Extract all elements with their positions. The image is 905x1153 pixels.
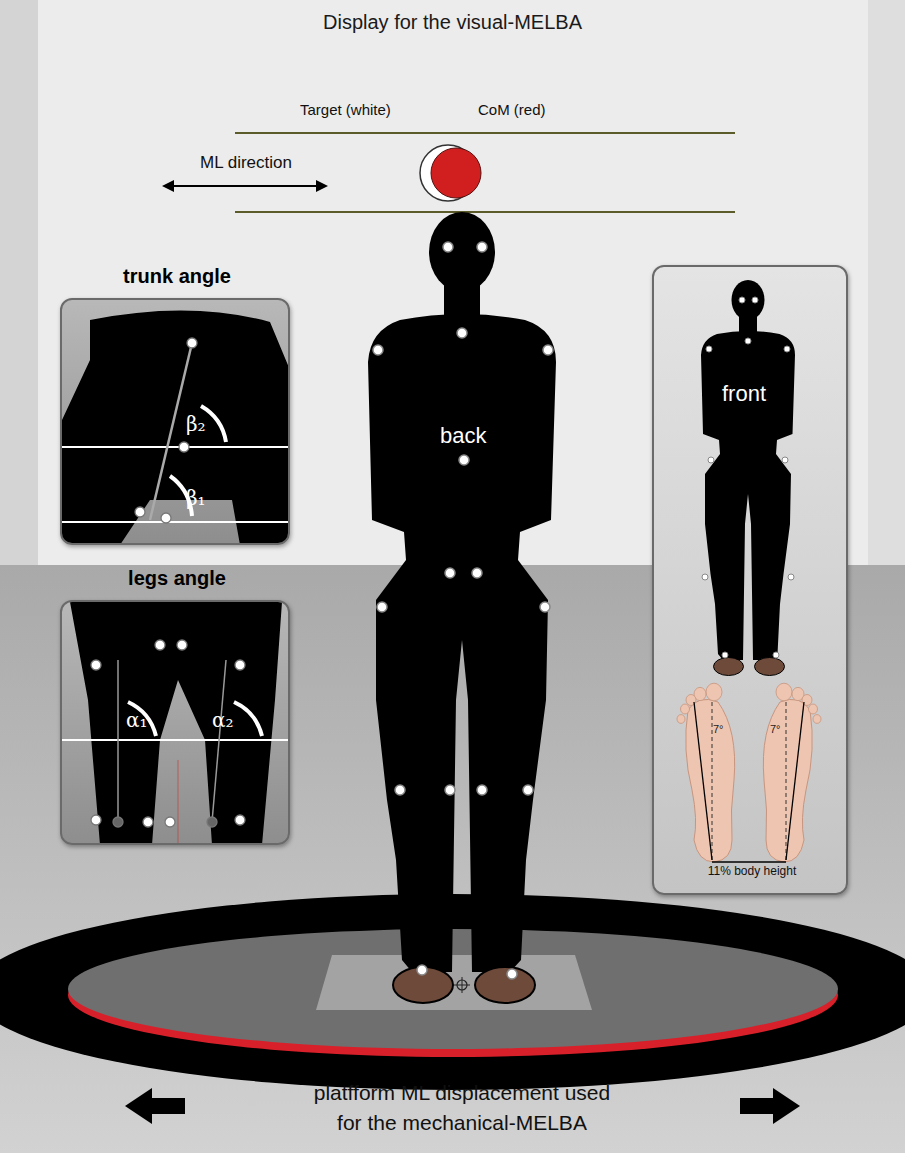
view-label: front <box>722 381 766 407</box>
diagram-title: Display for the visual-MELBA <box>0 10 905 34</box>
platform-caption: platfform ML displacement used for the m… <box>311 1078 614 1138</box>
angle-label: 7° <box>713 723 724 736</box>
panel-illustration <box>62 300 288 543</box>
angle-label: 7° <box>770 723 781 736</box>
legend-com: CoM (red) <box>478 101 546 119</box>
panel-illustration <box>654 267 846 893</box>
angle-label: β₁ <box>186 486 206 510</box>
legs-angle-panel: legs angleα₁α₂ <box>60 600 290 845</box>
view-label: back <box>440 423 486 449</box>
angle-label: α₂ <box>212 708 234 732</box>
panel-illustration <box>62 602 288 843</box>
direction-label: ML direction <box>200 153 292 173</box>
panel-heading: legs angle <box>62 566 292 590</box>
front-view-panel: front 7° 7° 11% body height <box>652 265 848 895</box>
angle-label: β₂ <box>186 412 206 436</box>
panel-heading: trunk angle <box>62 264 292 288</box>
angle-label: α₁ <box>126 708 148 732</box>
dimension-label: 11% body height <box>654 864 850 878</box>
legend-target: Target (white) <box>300 101 391 119</box>
trunk-angle-panel: trunk angleβ₂β₁ <box>60 298 290 545</box>
